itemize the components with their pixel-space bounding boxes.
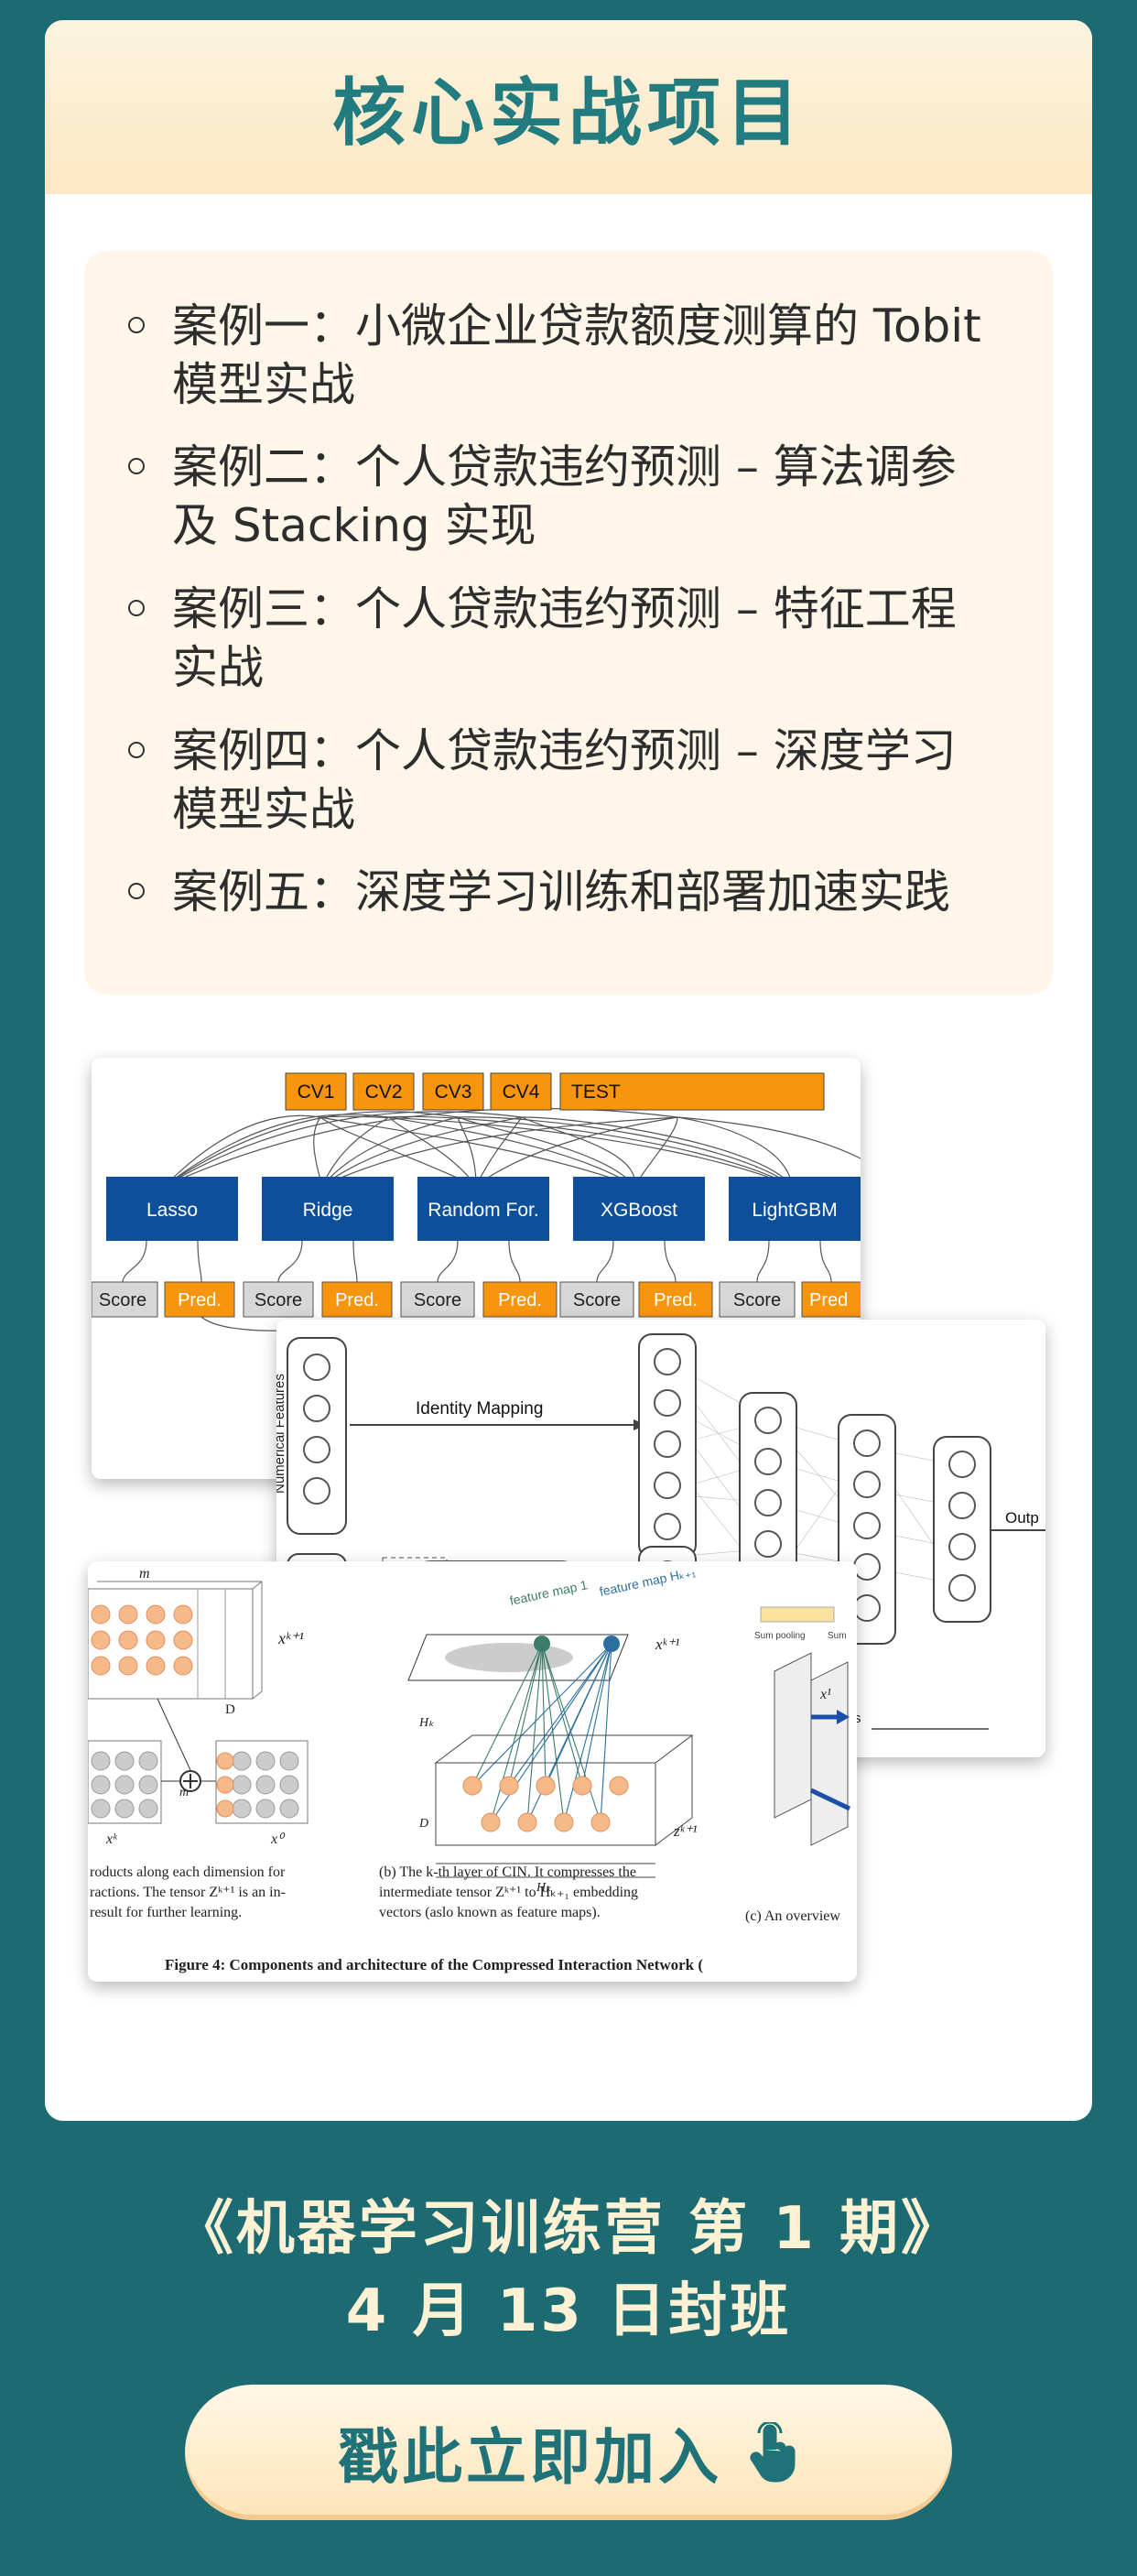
case-1-line-2: 模型实战: [172, 358, 355, 411]
enrollment-deadline: 4 月 13 日封班: [345, 2277, 792, 2345]
h-label-b: Hₖ: [418, 1716, 435, 1730]
cin-paper-figure: m xᵏ⁺¹ D xᵏ x⁰ m: [88, 1564, 851, 1973]
pred-label: Pred.: [654, 1290, 698, 1310]
list-item-case-2: 案例二：个人贷款违约预测 – 算法调参 及 Stacking 实现: [128, 438, 1034, 555]
caption-c: (c) An overview: [745, 1908, 840, 1924]
model-xgboost: XGBoost: [601, 1200, 677, 1221]
caption-b-line-2: intermediate tensor Zᵏ⁺¹ to Hₖ₊₁ embeddi…: [379, 1885, 638, 1900]
tap-hand-icon: [750, 2422, 796, 2483]
course-title: 《机器学习训练营 第 1 期》: [174, 2195, 963, 2263]
score-label: Score: [414, 1290, 461, 1310]
project-card: 核心实战项目 案例一：小微企业贷款额度测算的 Tobit 模型实战 案例二：个人…: [45, 20, 1092, 2121]
case-4-line-1: 案例四：个人贷款违约预测 – 深度学习: [172, 724, 957, 777]
sum-label: Sum: [828, 1631, 847, 1641]
m-label: m: [139, 1566, 150, 1581]
model-ridge: Ridge: [303, 1200, 353, 1221]
pred-label-partial: Pred: [809, 1290, 848, 1310]
xk-label: xᵏ: [105, 1831, 118, 1847]
case-5-line-1: 案例五：深度学习训练和部署加速实践: [172, 865, 950, 918]
model-lasso: Lasso: [146, 1200, 198, 1221]
numerical-features-label: Numerical Features: [276, 1374, 287, 1494]
d-label-b: D: [418, 1817, 428, 1831]
stacking-diagram: CV1 CV2 CV3 CV4 TEST Lasso Ridge Random …: [92, 1072, 861, 1331]
score-label: Score: [573, 1290, 621, 1310]
x0-label: x⁰: [270, 1831, 286, 1847]
join-now-button[interactable]: 戳此立即加入: [185, 2385, 952, 2520]
case-4-line-2: 模型实战: [172, 783, 355, 836]
case-2-line-1: 案例二：个人贷款违约预测 – 算法调参: [172, 440, 957, 494]
zk1-label: zᵏ⁺¹: [673, 1822, 697, 1840]
score-label: Score: [99, 1290, 146, 1310]
xk1-label: xᵏ⁺¹: [277, 1629, 304, 1647]
fold-label-4: CV4: [503, 1081, 540, 1103]
fold-label-test: TEST: [571, 1081, 621, 1103]
feature-map-h-label: feature map Hₖ₊₁: [598, 1564, 697, 1599]
model-lightgbm: LightGBM: [752, 1200, 837, 1221]
bullet-icon: [128, 600, 145, 616]
case-1-line-1: 案例一：小微企业贷款额度测算的 Tobit: [172, 299, 981, 353]
score-label: Score: [733, 1290, 781, 1310]
bullet-icon: [128, 883, 145, 899]
list-item-case-3: 案例三：个人贷款违约预测 – 特征工程 实战: [128, 580, 1034, 697]
card-title: 核心实战项目: [332, 71, 805, 156]
fold-label-3: CV3: [435, 1081, 472, 1103]
caption-b-line-3: vectors (aslo known as feature maps).: [379, 1905, 601, 1920]
join-button-label: 戳此立即加入: [338, 2422, 722, 2493]
model-random-forest: Random For.: [428, 1200, 538, 1221]
caption-a-line-3: result for further learning.: [90, 1905, 242, 1920]
fold-label-1: CV1: [298, 1081, 335, 1103]
list-item-case-4: 案例四：个人贷款违约预测 – 深度学习 模型实战: [128, 722, 1034, 839]
feature-map-1-label: feature map 1: [508, 1577, 589, 1608]
case-3-line-2: 实战: [172, 641, 264, 694]
caption-b-line-1: (b) The k-th layer of CIN. It compresses…: [379, 1864, 636, 1880]
hk-label: Hₖ: [536, 1881, 552, 1895]
bullet-icon: [128, 458, 145, 474]
output-label: Outp: [1005, 1509, 1039, 1527]
m-label-small: m: [179, 1786, 189, 1799]
caption-a-line-1: roducts along each dimension for: [90, 1864, 286, 1880]
case-list: 案例一：小微企业贷款额度测算的 Tobit 模型实战 案例二：个人贷款违约预测 …: [84, 251, 1053, 995]
stacking-diagram-image: CV1 CV2 CV3 CV4 TEST Lasso Ridge Random …: [92, 1058, 861, 1479]
cin-paper-figure-image: m xᵏ⁺¹ D xᵏ x⁰ m: [88, 1561, 857, 1982]
pred-label: Pred.: [178, 1290, 222, 1310]
fold-label-2: CV2: [365, 1081, 403, 1103]
score-label: Score: [254, 1290, 302, 1310]
list-item-case-5: 案例五：深度学习训练和部署加速实践: [128, 863, 1034, 921]
xk1-label-b: xᵏ⁺¹: [655, 1636, 679, 1653]
x1-label: x¹: [819, 1687, 831, 1702]
card-header: 核心实战项目: [45, 20, 1092, 194]
sum-pooling-label: Sum pooling: [754, 1631, 806, 1641]
case-2-line-2: 及 Stacking 实现: [172, 499, 536, 552]
case-3-line-1: 案例三：个人贷款违约预测 – 特征工程: [172, 582, 957, 636]
figure-caption: Figure 4: Components and architecture of…: [165, 1956, 703, 1973]
identity-mapping-label: Identity Mapping: [416, 1399, 543, 1418]
pred-label: Pred.: [498, 1290, 542, 1310]
pred-label: Pred.: [335, 1290, 379, 1310]
caption-a-line-2: ractions. The tensor Zᵏ⁺¹ is an in-: [90, 1885, 286, 1900]
d-label: D: [225, 1702, 235, 1717]
list-item-case-1: 案例一：小微企业贷款额度测算的 Tobit 模型实战: [128, 297, 1034, 414]
bullet-icon: [128, 317, 145, 333]
bullet-icon: [128, 742, 145, 758]
